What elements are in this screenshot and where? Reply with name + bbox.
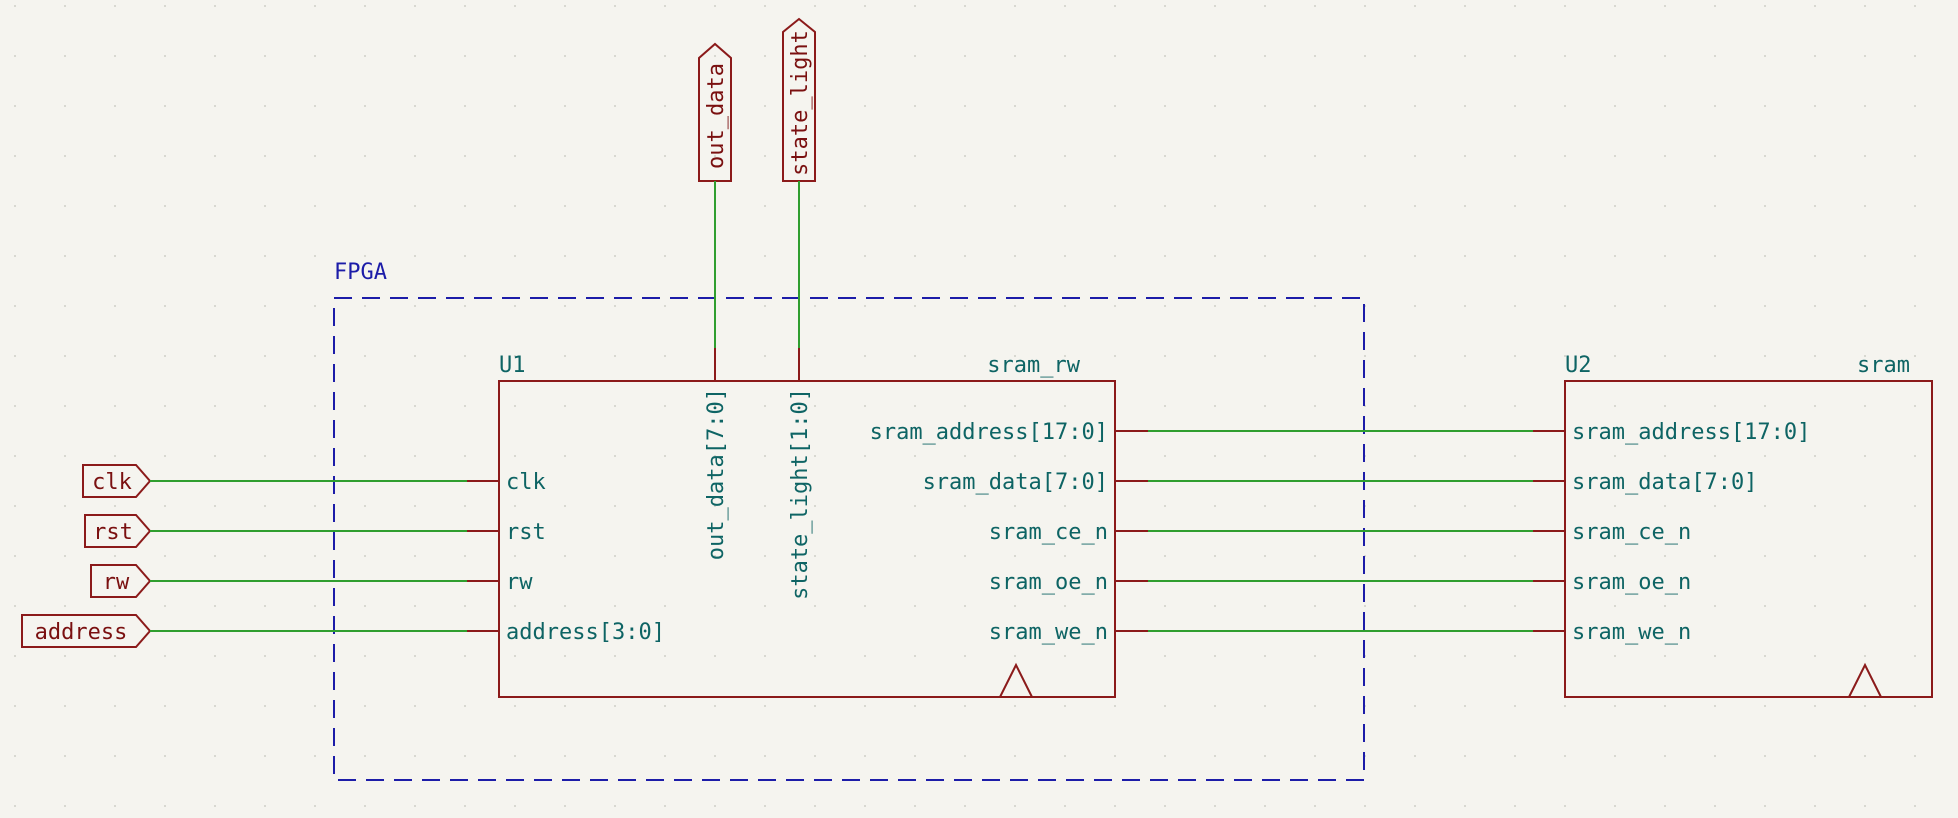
- u1-pin-sram-oe-n: sram_oe_n: [989, 570, 1108, 595]
- output-label-state-light-text: state_light: [788, 30, 813, 176]
- fpga-group-box: [333, 297, 1365, 781]
- u2-pin-sram-oe-n: sram_oe_n: [1572, 570, 1691, 595]
- u1-pin-state-light: state_light[1:0]: [788, 388, 813, 600]
- fpga-group: FPGA: [333, 260, 1365, 781]
- input-label-clk-shape: [82, 464, 152, 498]
- grid-dots: [14, 5, 1916, 807]
- u2-value: sram: [1857, 353, 1910, 378]
- u1-clock-triangle-icon: [999, 662, 1033, 698]
- u1-reference: U1: [499, 353, 526, 378]
- u2-body: [1564, 380, 1933, 698]
- u2-pin-sram-address: sram_address[17:0]: [1572, 420, 1810, 445]
- input-label-address-text: address: [35, 620, 128, 645]
- input-label-clk[interactable]: clk: [82, 464, 152, 498]
- input-label-address-shape: [21, 614, 152, 648]
- input-label-rw-text: rw: [103, 570, 130, 595]
- output-label-out-data[interactable]: out_data: [698, 42, 732, 182]
- u1-pin-out-data: out_data[7:0]: [704, 388, 729, 560]
- u1-pin-sram-address: sram_address[17:0]: [870, 420, 1108, 445]
- u1-pin-clk: clk: [506, 470, 546, 495]
- output-label-out-data-shape: [698, 42, 732, 182]
- input-label-rst[interactable]: rst: [84, 514, 152, 548]
- u1-pin-sram-ce-n: sram_ce_n: [989, 520, 1108, 545]
- u1-value: sram_rw: [987, 353, 1080, 378]
- input-label-clk-text: clk: [92, 470, 132, 495]
- u2-reference: U2: [1565, 353, 1592, 378]
- output-label-out-data-text: out_data: [704, 63, 729, 169]
- u1-pin-rst: rst: [506, 520, 546, 545]
- input-label-rst-text: rst: [93, 520, 133, 545]
- u2-pin-sram-data: sram_data[7:0]: [1572, 470, 1757, 495]
- input-label-address[interactable]: address: [21, 614, 152, 648]
- u1-pin-sram-we-n: sram_we_n: [989, 620, 1108, 645]
- u2-clock-triangle-icon: [1848, 662, 1882, 698]
- output-label-state-light-shape: [782, 17, 816, 182]
- u2-pin-sram-we-n: sram_we_n: [1572, 620, 1691, 645]
- u1-pin-rw: rw: [506, 570, 533, 595]
- component-u1[interactable]: U1 sram_rw out_data[7:0] state_light[1:0…: [467, 348, 1148, 698]
- input-label-rw-shape: [90, 564, 152, 598]
- u1-pin-address: address[3:0]: [506, 620, 665, 645]
- output-label-state-light[interactable]: state_light: [782, 17, 816, 182]
- u1-pin-sram-data: sram_data[7:0]: [923, 470, 1108, 495]
- u1-body: [498, 380, 1116, 698]
- u2-pin-sram-ce-n: sram_ce_n: [1572, 520, 1691, 545]
- fpga-group-title: FPGA: [334, 260, 387, 285]
- input-label-rst-shape: [84, 514, 152, 548]
- input-label-rw[interactable]: rw: [90, 564, 152, 598]
- component-u2[interactable]: U2 sram sram_address[17:0] sram_data[7:0…: [1533, 353, 1933, 698]
